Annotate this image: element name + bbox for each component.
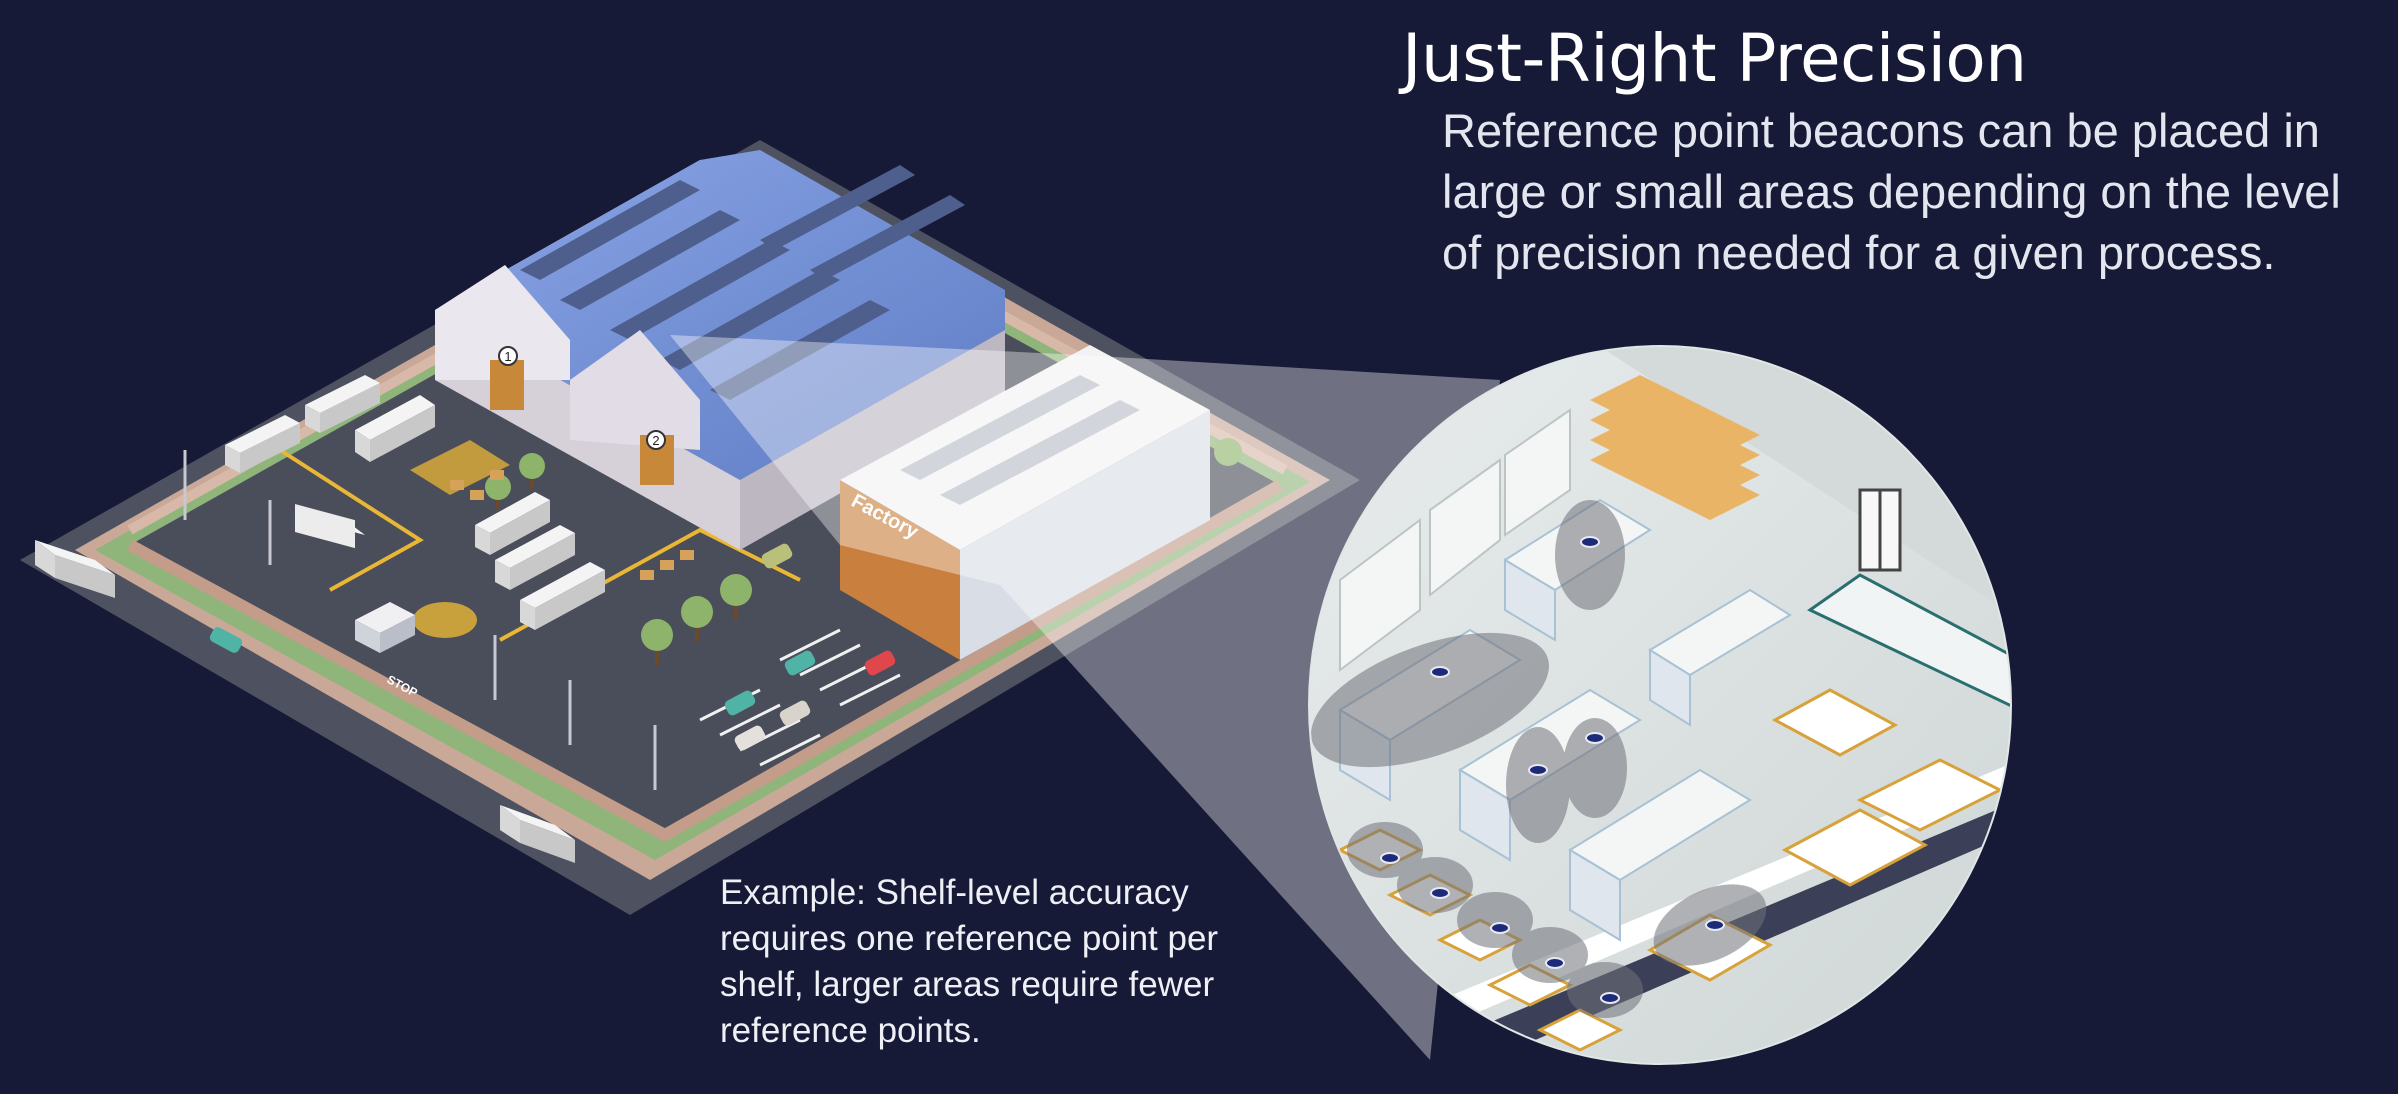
truck	[495, 525, 575, 590]
pallets	[450, 470, 694, 580]
example-caption: Example: Shelf-level accuracy requires o…	[720, 873, 1219, 1050]
trucks	[35, 375, 605, 863]
tree-trunks	[496, 479, 738, 665]
beacon-icon	[1380, 852, 1400, 864]
coverage-zone	[1567, 962, 1643, 1018]
description-text: Reference point beacons can be placed in…	[1442, 104, 2341, 279]
warehouse-building: 1 2	[435, 150, 1005, 550]
zoom-lens	[1308, 345, 2012, 1065]
truck	[225, 415, 300, 473]
zoom-beam	[670, 335, 1500, 1060]
lamp-posts	[183, 450, 657, 790]
truck	[355, 395, 435, 462]
truck	[295, 504, 365, 549]
coverage-zone-large	[1311, 632, 1549, 768]
coverage-zone	[1555, 500, 1625, 610]
refrigerated-counter	[1807, 573, 2010, 713]
marker-2	[646, 430, 666, 450]
car	[724, 690, 756, 716]
car	[761, 543, 793, 569]
beacon-icon	[1528, 764, 1548, 776]
marker-1	[498, 346, 518, 366]
coverage-zone	[1563, 718, 1627, 818]
car	[734, 725, 766, 751]
roof	[435, 150, 1005, 480]
beacon-icon	[1430, 666, 1450, 678]
hatch-zone	[413, 602, 477, 638]
truck	[500, 805, 575, 863]
car	[784, 650, 816, 676]
page-title: Just-Right Precision	[1402, 20, 2027, 97]
beacon-icon	[1585, 732, 1605, 744]
store-interior	[1310, 347, 2010, 1063]
dock-door	[490, 360, 524, 410]
solar-panels	[520, 165, 965, 400]
beacon-icon	[1545, 957, 1565, 969]
truck	[520, 562, 605, 630]
coverage-zone	[1397, 857, 1473, 913]
lane-marking	[278, 448, 424, 592]
perimeter-wall-front	[127, 479, 1283, 842]
skylights	[900, 375, 1140, 505]
beacons	[1380, 536, 1725, 1004]
marker-2-label: 2	[652, 433, 659, 448]
coverage-zone	[1506, 727, 1570, 843]
trees	[485, 438, 1242, 651]
coverage-zone	[1512, 927, 1588, 983]
beacon-icon	[1430, 887, 1450, 899]
beacon-icon	[1705, 919, 1725, 931]
car	[864, 650, 896, 676]
beacon-icon	[1600, 992, 1620, 1004]
coverage-zone	[1457, 892, 1533, 948]
warehouse-illustration: 1 2 Factory	[20, 140, 1360, 915]
truck	[475, 492, 550, 555]
marker-1-label: 1	[504, 349, 511, 364]
wall-shelves	[1339, 408, 1571, 672]
truck	[305, 375, 380, 433]
factory-building: Factory	[840, 345, 1210, 660]
coverage-zone	[1347, 822, 1423, 878]
cars	[209, 543, 896, 751]
beacon-icon	[1580, 536, 1600, 548]
car	[779, 700, 811, 726]
wood-shelf	[1590, 375, 1760, 520]
coverage-zones	[1311, 500, 1767, 1018]
beacon-icon	[1490, 922, 1510, 934]
truck	[35, 540, 115, 598]
car	[209, 627, 243, 653]
hatch-zone	[410, 440, 510, 495]
